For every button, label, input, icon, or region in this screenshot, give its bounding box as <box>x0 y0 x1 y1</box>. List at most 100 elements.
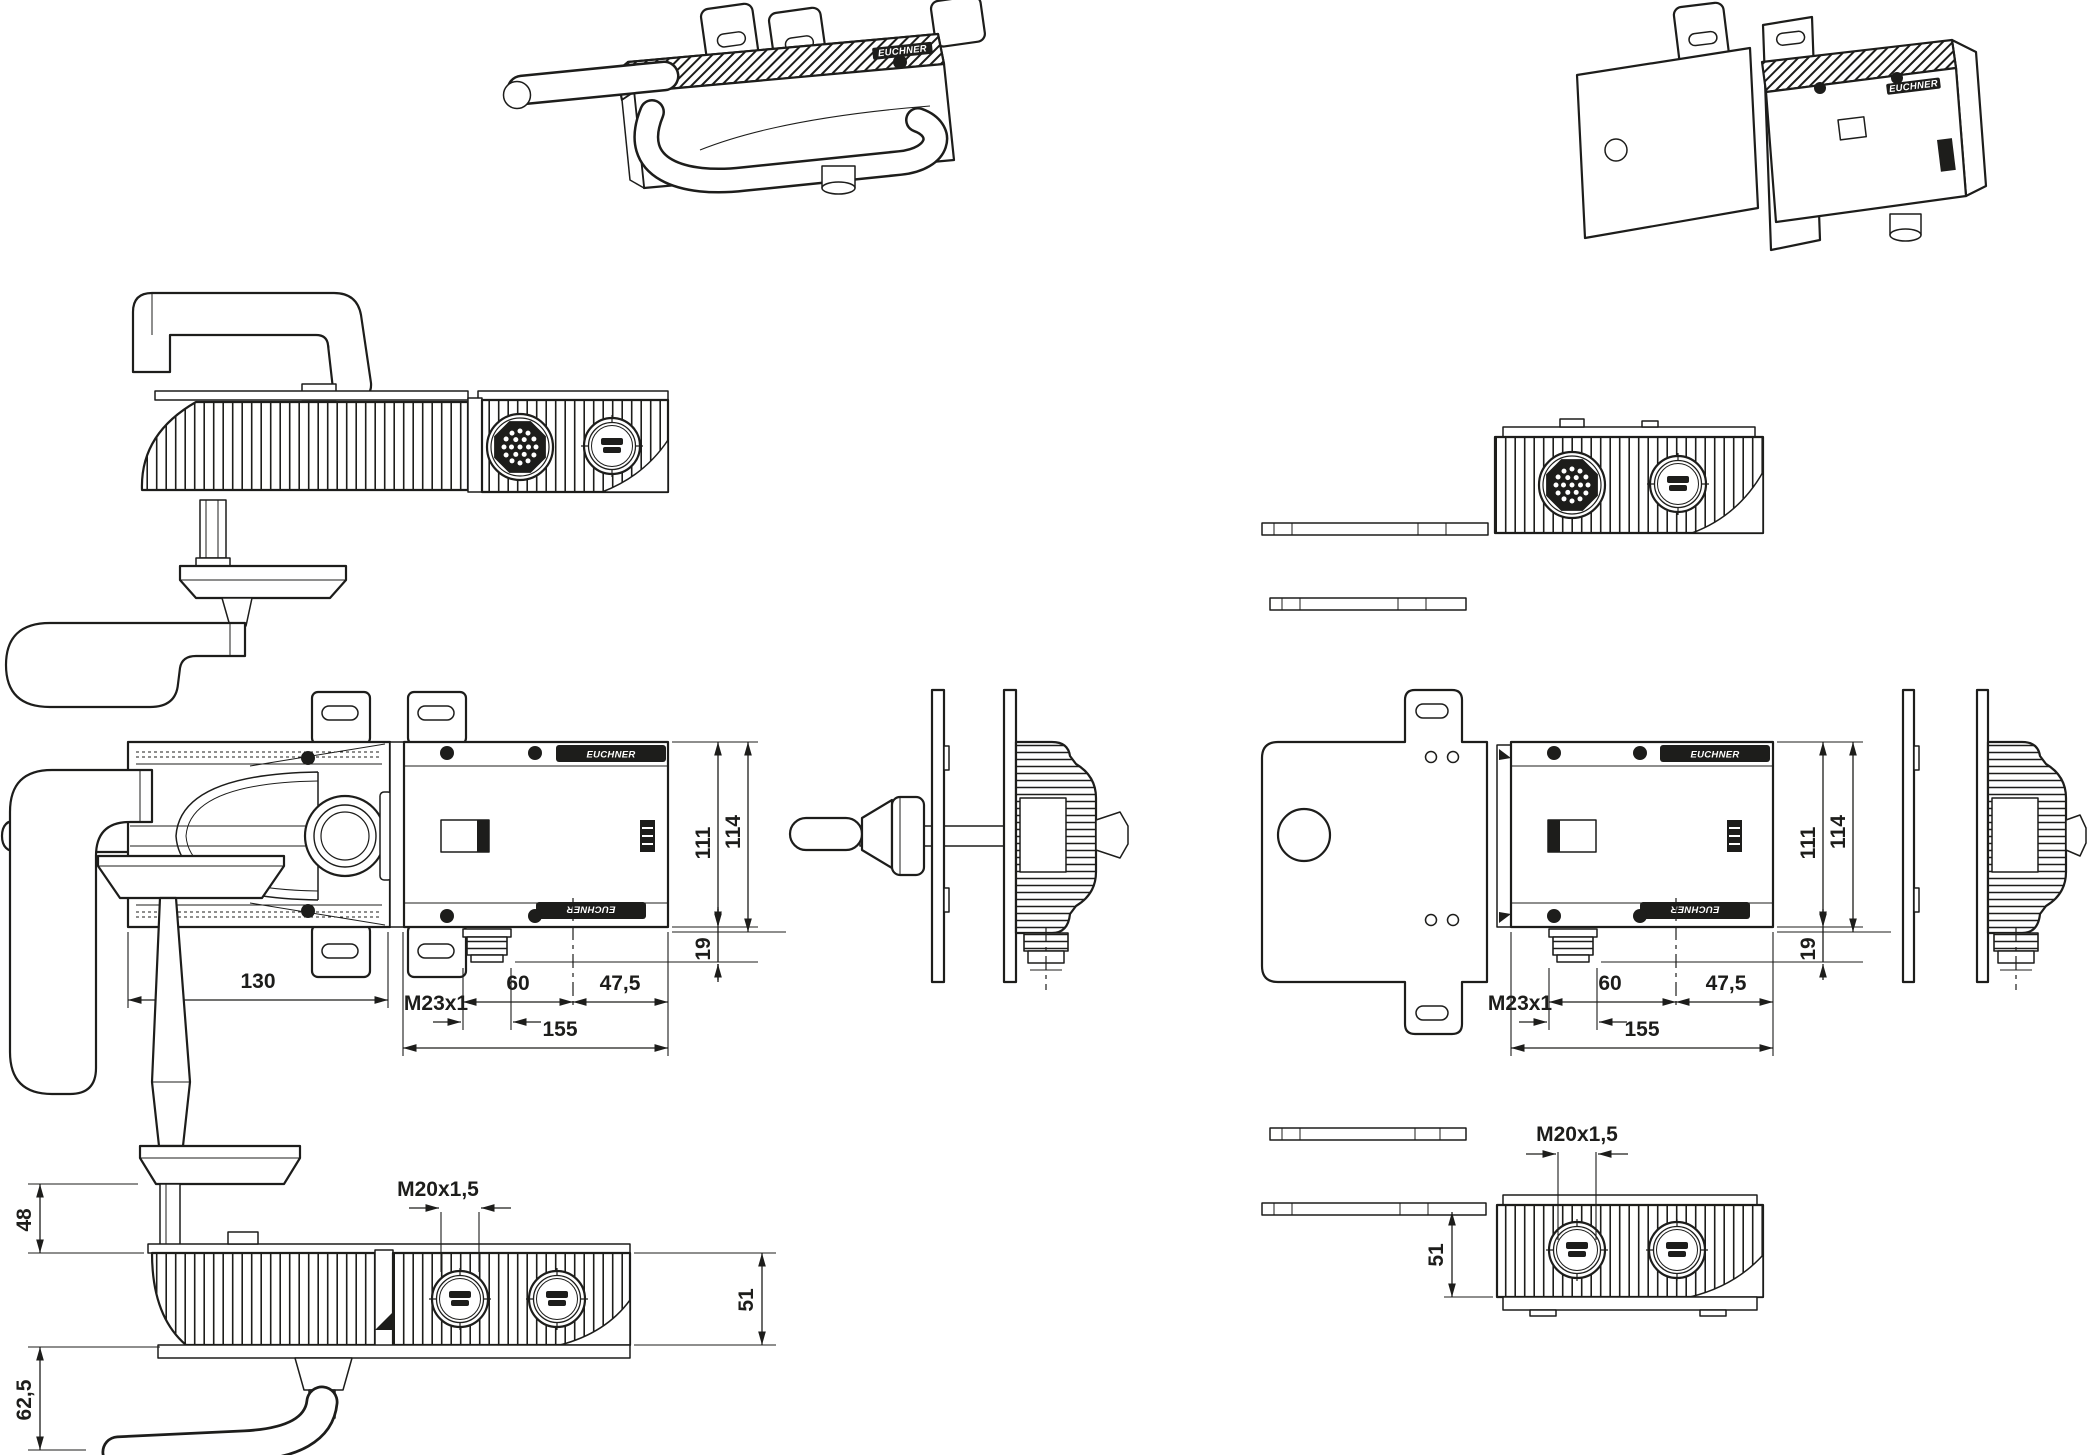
dimension-group-left-front: 130 M23x1 60 47,5 155 111 114 19 <box>127 741 786 1056</box>
dim-thread: M23x1 <box>1488 992 1553 1015</box>
dim-19: 19 <box>692 937 715 960</box>
bracket-hook <box>1095 811 1129 859</box>
brand-logo-text: EUCHNER <box>1690 750 1739 761</box>
lever-grip <box>150 896 192 1148</box>
inside-lever <box>4 621 247 709</box>
brand-logo-strip: EUCHNER <box>536 902 646 919</box>
inside-lever <box>8 768 154 1096</box>
lever-stem <box>294 1357 353 1391</box>
iso-view-handle-unit: EUCHNER <box>502 0 986 195</box>
plan-view-handle-unit <box>4 291 670 709</box>
bottom-view-escape-release-unit: M20x1,5 51 <box>1261 1123 1765 1317</box>
ribbed-housing-left <box>150 1251 377 1347</box>
dimension-group-left-bottom: 48 62,5 M20x1,5 51 <box>13 1178 776 1451</box>
bracket-hook <box>2065 814 2087 857</box>
dim-m20: M20x1,5 <box>1536 1123 1618 1146</box>
brand-logo-strip: EUCHNER <box>872 41 933 60</box>
handle-shaft <box>199 499 227 559</box>
dim-19: 19 <box>1797 937 1820 960</box>
screw-hole <box>1424 913 1438 927</box>
lever-stem <box>221 597 253 627</box>
screw-dot <box>301 751 315 765</box>
screw-dot <box>528 909 542 923</box>
plate-slot <box>1415 1005 1449 1021</box>
dim-47-5: 47,5 <box>1706 972 1747 995</box>
handle-hub <box>303 794 387 878</box>
side-view-through-door <box>788 688 1129 990</box>
screw-hole <box>1446 913 1460 927</box>
front-view-escape-release-unit: EUCHNER EUCHNER M23x1 60 47,5 155 111 11… <box>1260 688 1891 1056</box>
housing-skirt <box>157 1344 631 1359</box>
handle-flange <box>138 1144 302 1186</box>
door-panel <box>1975 688 1990 984</box>
housing-seam <box>374 1249 394 1349</box>
dimension-group-right-front: M23x1 60 47,5 155 111 114 19 <box>1488 741 1891 1056</box>
screw-dot <box>893 55 907 69</box>
screw-dot <box>1891 72 1903 84</box>
door-panel <box>1901 688 1916 984</box>
screw-hole <box>1424 750 1438 764</box>
housing-seam <box>467 397 483 493</box>
thin-plate <box>1261 522 1489 536</box>
door-panel <box>930 688 946 984</box>
module-end-cap <box>389 741 405 928</box>
handle-rod <box>509 63 677 103</box>
handle-shaft <box>159 1183 181 1254</box>
connector-stub <box>1889 213 1922 242</box>
dim-51: 51 <box>1425 1243 1448 1267</box>
thin-plate <box>1269 1127 1467 1141</box>
thin-plate <box>1269 597 1467 611</box>
multipin-connector-icon <box>485 412 555 482</box>
dim-62-5: 62,5 <box>13 1379 36 1420</box>
brand-logo-text: EUCHNER <box>878 43 928 59</box>
screw-dot <box>1547 909 1561 923</box>
thin-plate <box>1261 1202 1487 1216</box>
lever-rose-plate <box>96 854 286 900</box>
screw-dot <box>528 746 542 760</box>
dim-handle-width: 130 <box>240 970 275 993</box>
brand-logo-strip: EUCHNER <box>1640 902 1750 919</box>
plate-hole <box>1276 807 1332 863</box>
plate-hole <box>1604 138 1628 162</box>
dim-114: 114 <box>722 815 745 849</box>
connector-stub <box>1548 928 1598 963</box>
screw-dot <box>440 909 454 923</box>
handle-flange <box>178 564 348 600</box>
screw-dot <box>1633 746 1647 760</box>
lever <box>635 101 946 192</box>
rod-end-cap <box>502 80 532 110</box>
ribbed-housing-left <box>140 400 470 492</box>
door-handle-top <box>131 291 373 399</box>
screw-dot <box>440 746 454 760</box>
dim-60: 60 <box>506 972 529 995</box>
brand-logo-text: EUCHNER <box>586 750 635 761</box>
screw-dot <box>1814 82 1826 94</box>
brand-logo-text: EUCHNER <box>566 904 615 915</box>
side-window <box>1991 797 2039 873</box>
handle-hub-block <box>890 795 926 877</box>
bottom-view-handle-unit: 48 62,5 M20x1,5 51 <box>8 768 776 1455</box>
screw-dot <box>1633 909 1647 923</box>
brand-logo-text: EUCHNER <box>1670 904 1719 915</box>
dim-155: 155 <box>1624 1018 1659 1041</box>
dim-47-5: 47,5 <box>600 972 641 995</box>
screw-dot <box>301 904 315 918</box>
switch-housing-front <box>1764 66 1968 224</box>
dim-51: 51 <box>735 1288 758 1312</box>
iso-view-escape-release-unit: EUCHNER <box>1575 1 1988 252</box>
inside-lever-partial <box>104 1388 336 1455</box>
escape-release-plate <box>1575 46 1760 240</box>
escape-release-plate <box>1260 688 1489 1036</box>
connector-stub <box>821 165 856 195</box>
side-window <box>1019 797 1067 873</box>
screw-hole <box>1446 750 1460 764</box>
module-end-cap <box>1496 744 1512 928</box>
connector-stub <box>462 928 512 963</box>
dim-111: 111 <box>692 826 715 859</box>
brand-logo-strip: EUCHNER <box>1660 745 1770 762</box>
mounting-bracket <box>1672 1 1731 68</box>
multipin-connector-icon <box>1537 450 1607 520</box>
plate-slot <box>1415 703 1449 719</box>
